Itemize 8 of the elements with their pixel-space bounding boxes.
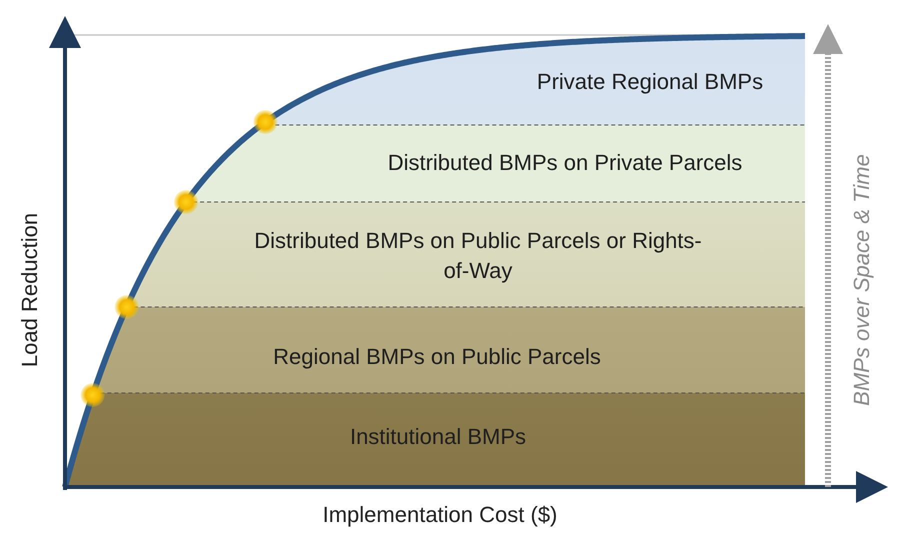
axis-title: Implementation Cost ($) — [322, 502, 558, 528]
axis-title: Load Reduction — [17, 212, 43, 368]
band-label: Private Regional BMPs — [536, 68, 764, 96]
direction-label: BMPs over Space & Time — [849, 154, 875, 406]
band-label: Institutional BMPs — [348, 423, 528, 451]
band-label: Distributed BMPs on Private Parcels — [386, 149, 744, 177]
band-label: Distributed BMPs on Public Parcels or Rights-of-Way — [253, 227, 703, 285]
band-label: Regional BMPs on Public Parcels — [272, 343, 602, 371]
